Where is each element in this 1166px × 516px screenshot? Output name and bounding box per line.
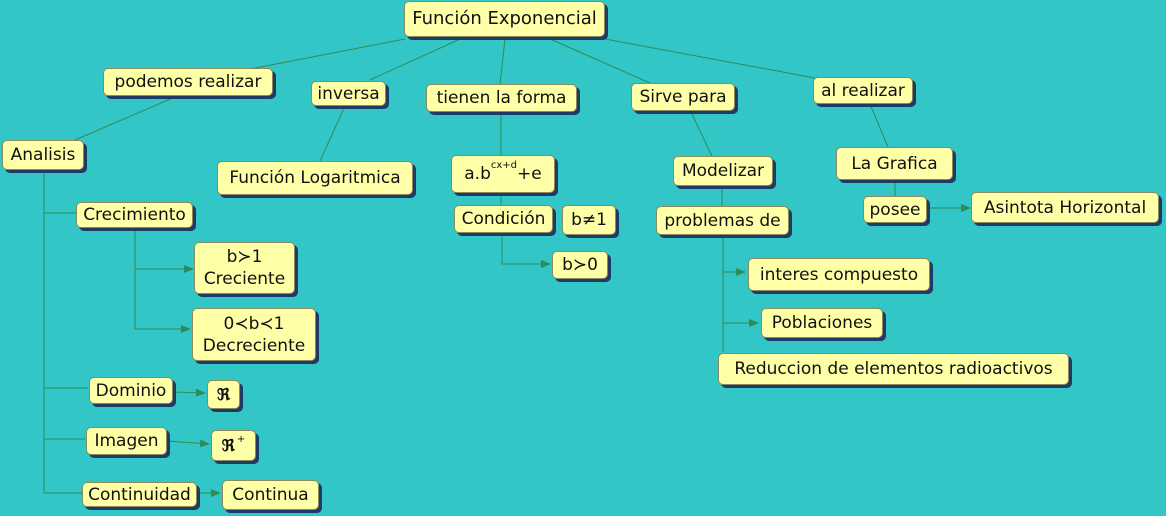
link-imagen-val xyxy=(166,439,210,448)
concept-creciente: b≻1 Creciente xyxy=(194,242,295,294)
concept-dominio: Dominio xyxy=(89,377,173,404)
concept-continuidad: Continuidad xyxy=(82,482,197,507)
link-root-podemos xyxy=(244,38,406,71)
concept-imagen: Imagen xyxy=(86,427,167,455)
concept-interes-compuesto: interes compuesto xyxy=(748,258,930,291)
creciente-condition: b≻1 xyxy=(226,247,263,267)
concept-la-grafica: La Grafica xyxy=(836,147,953,180)
link-sirve-modelizar xyxy=(689,109,713,157)
concept-modelizar: Modelizar xyxy=(673,156,773,186)
reales-symbol: ℜ xyxy=(216,384,231,404)
concept-crecimiento: Crecimiento xyxy=(76,202,193,228)
forma-exponent: cx+d xyxy=(490,160,518,171)
forma-tail: +e xyxy=(517,164,542,184)
link-label-inversa: inversa xyxy=(311,81,386,106)
decreciente-condition: 0≺b≺1 xyxy=(223,313,285,334)
link-label-posee: posee xyxy=(863,196,927,223)
concept-funcion-logaritmica: Función Logaritmica xyxy=(217,161,413,195)
link-dominio-val xyxy=(171,388,206,397)
creciente-label: Creciente xyxy=(203,269,286,289)
link-condicion-bgt0 xyxy=(501,233,551,268)
reales-positivos-symbol: ℜ xyxy=(221,435,235,455)
link-root-tienen xyxy=(499,38,506,85)
link-label-al-realizar: al realizar xyxy=(813,77,913,104)
concept-imagen-reales-positivos: ℜ+ xyxy=(211,430,256,461)
concept-continua: Continua xyxy=(222,480,319,510)
link-label-tienen-la-forma: tienen la forma xyxy=(426,84,577,112)
link-alrealizar-grafica xyxy=(869,103,889,148)
reales-plus-sup: + xyxy=(236,433,246,445)
concept-condicion: Condición xyxy=(454,205,553,233)
concept-dominio-reales: ℜ xyxy=(207,380,240,409)
forma-base: a.b xyxy=(464,164,491,184)
link-label-podemos-realizar: podemos realizar xyxy=(103,68,273,96)
concept-reduccion-radioactivos: Reduccion de elementos radioactivos xyxy=(718,353,1069,385)
concept-problemas-de: problemas de xyxy=(656,206,789,235)
decreciente-label: Decreciente xyxy=(202,335,306,356)
link-crecimiento-decreciente xyxy=(134,229,191,333)
concept-analisis: Analisis xyxy=(2,140,84,170)
concept-poblaciones: Poblaciones xyxy=(761,308,883,338)
concept-b-gt-0: b≻0 xyxy=(552,251,608,279)
link-root-sirve xyxy=(549,38,651,84)
link-root-inversa xyxy=(369,38,461,81)
concept-asintota-horizontal: Asintota Horizontal xyxy=(971,192,1159,223)
link-label-sirve-para: Sirve para xyxy=(631,83,735,111)
concept-b-neq-1: b≠1 xyxy=(562,205,616,235)
link-root-alrealizar xyxy=(604,38,816,79)
concept-decreciente: 0≺b≺1 Decreciente xyxy=(192,308,316,361)
root-node: Función Exponencial xyxy=(404,1,605,37)
link-inversa-funclog xyxy=(319,105,346,162)
link-podemos-analisis xyxy=(74,96,176,141)
